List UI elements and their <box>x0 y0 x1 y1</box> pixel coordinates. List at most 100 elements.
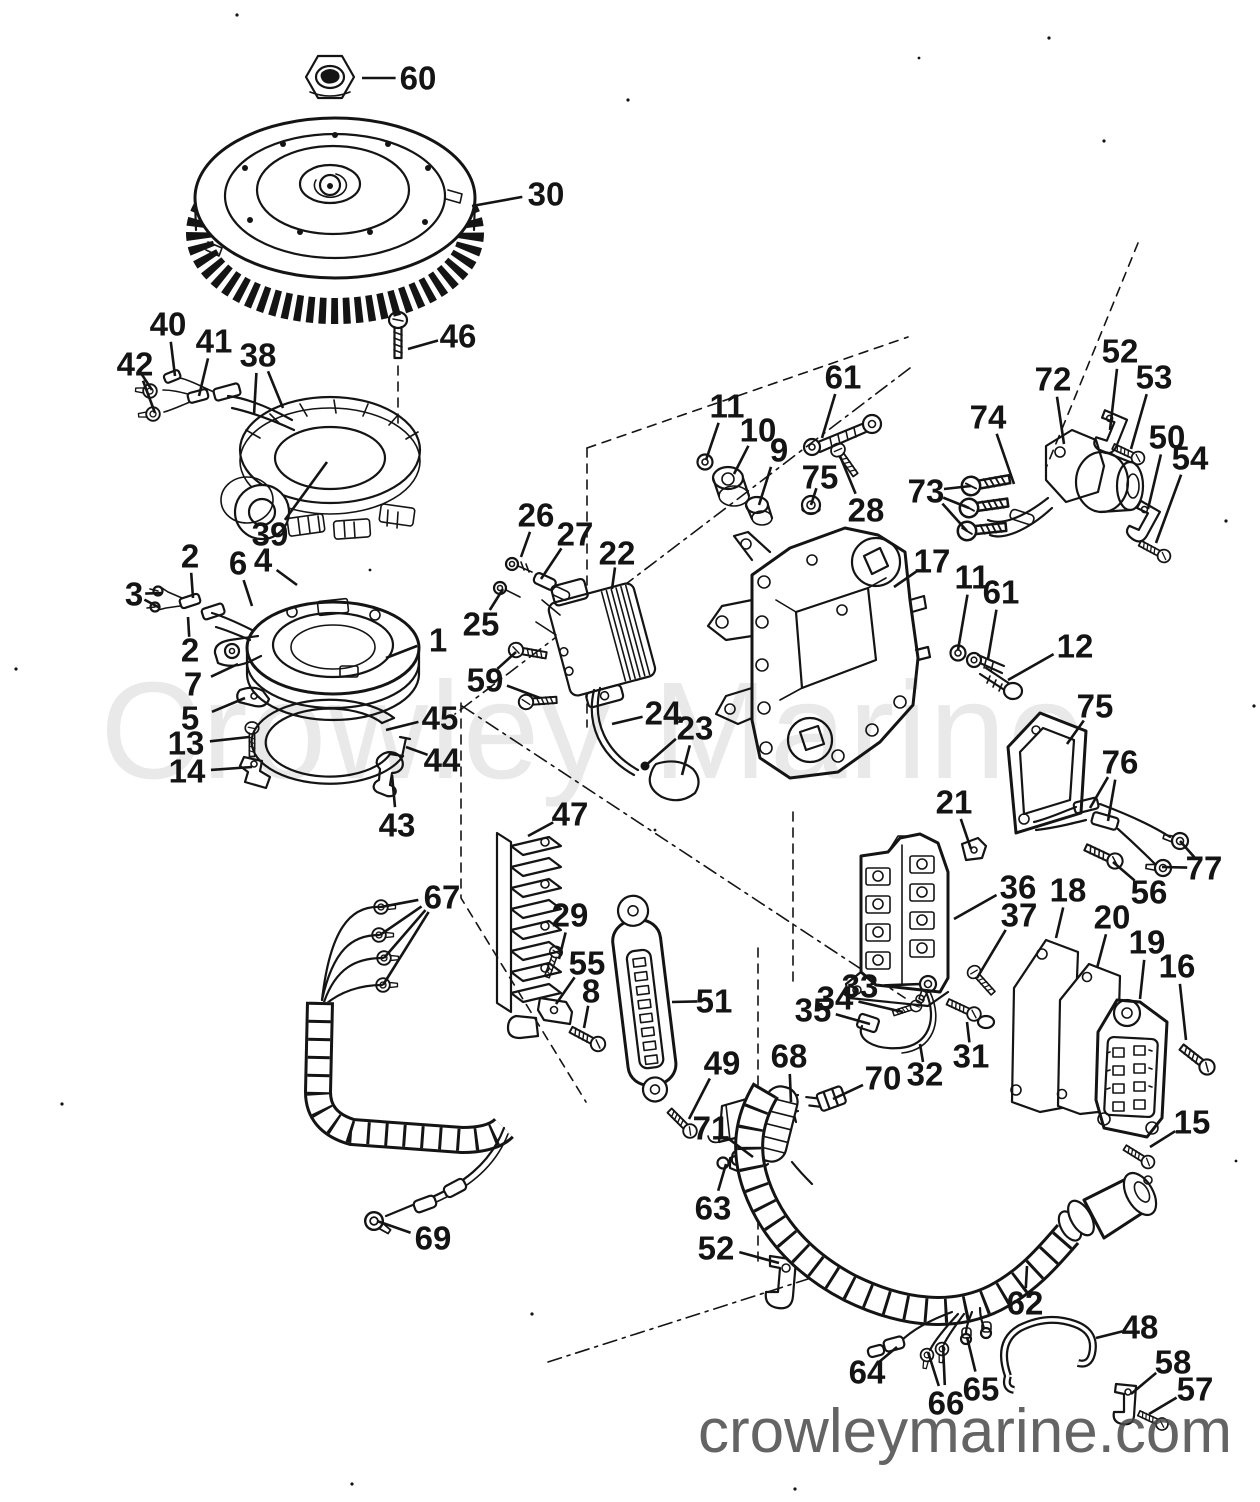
part-label-62-75[interactable]: 62 <box>1007 1285 1044 1322</box>
part-label-31-68[interactable]: 31 <box>953 1038 990 1075</box>
part-label-6-9[interactable]: 6 <box>229 545 247 582</box>
part-label-9-30[interactable]: 9 <box>770 432 788 469</box>
part-label-15-56[interactable]: 15 <box>1174 1104 1211 1141</box>
part-label-24-26[interactable]: 24 <box>645 695 682 732</box>
part-43-clamp <box>372 751 404 798</box>
part-label-14-17[interactable]: 14 <box>169 753 206 790</box>
part-label-23-27[interactable]: 23 <box>677 710 714 747</box>
part-label-52-74[interactable]: 52 <box>698 1230 735 1267</box>
part-label-12-44[interactable]: 12 <box>1057 628 1094 665</box>
part-label-35-66[interactable]: 35 <box>795 992 832 1029</box>
part-label-38-5[interactable]: 38 <box>240 337 277 374</box>
part-16-screw <box>1175 1040 1219 1079</box>
part-label-63-73[interactable]: 63 <box>695 1190 732 1227</box>
part-label-61-43[interactable]: 61 <box>983 574 1020 611</box>
part-label-7-13[interactable]: 7 <box>184 666 202 703</box>
leader-line <box>965 1336 977 1372</box>
part-label-52-38[interactable]: 52 <box>1102 333 1139 370</box>
part-label-65-79[interactable]: 65 <box>963 1371 1000 1408</box>
part-label-75-32[interactable]: 75 <box>802 459 839 496</box>
part-label-11-42[interactable]: 11 <box>955 559 990 596</box>
part-label-66-78[interactable]: 66 <box>928 1385 965 1422</box>
leader-line <box>141 380 157 414</box>
part-label-26-21[interactable]: 26 <box>518 497 555 534</box>
part-label-2-12[interactable]: 2 <box>181 632 199 669</box>
part-label-1-14[interactable]: 1 <box>429 622 447 659</box>
part-label-68-69[interactable]: 68 <box>771 1038 808 1075</box>
part-label-11-28[interactable]: 11 <box>710 388 745 425</box>
part-label-56-48[interactable]: 56 <box>1131 874 1168 911</box>
part-label-46-6[interactable]: 46 <box>440 318 477 355</box>
part-label-60-0[interactable]: 60 <box>400 60 437 97</box>
part-label-55-59[interactable]: 55 <box>569 945 606 982</box>
part-label-27-22[interactable]: 27 <box>557 516 594 553</box>
leader-line <box>995 433 1016 485</box>
specks <box>14 13 1256 1491</box>
part-label-20-53[interactable]: 20 <box>1094 899 1131 936</box>
part-label-39-7[interactable]: 39 <box>252 516 289 553</box>
part-label-4-10[interactable]: 4 <box>254 542 273 579</box>
part-label-74-36[interactable]: 74 <box>970 399 1007 436</box>
part-label-40-2[interactable]: 40 <box>150 306 187 343</box>
part-label-48-76[interactable]: 48 <box>1122 1309 1159 1346</box>
part-label-49-71[interactable]: 49 <box>704 1045 741 1082</box>
part-label-61-31[interactable]: 61 <box>825 359 862 396</box>
part-label-50-40[interactable]: 50 <box>1149 419 1186 456</box>
part-label-44-19[interactable]: 44 <box>424 742 461 779</box>
part-label-41-3[interactable]: 41 <box>196 323 233 360</box>
part-label-77-47[interactable]: 77 <box>1186 850 1223 887</box>
part-label-37-51[interactable]: 37 <box>1001 897 1038 934</box>
part-label-42-4[interactable]: 42 <box>117 346 154 383</box>
part-label-70-70[interactable]: 70 <box>865 1060 902 1097</box>
part-label-18-52[interactable]: 18 <box>1050 872 1087 909</box>
part-label-64-77[interactable]: 64 <box>849 1354 886 1391</box>
part-label-8-60[interactable]: 8 <box>582 973 600 1010</box>
part-label-53-39[interactable]: 53 <box>1136 359 1173 396</box>
part-label-76-46[interactable]: 76 <box>1102 744 1139 781</box>
part-label-71-72[interactable]: 71 <box>693 1110 730 1147</box>
part-label-72-37[interactable]: 72 <box>1035 361 1072 398</box>
part-38-stator <box>134 369 422 541</box>
part-55-clamp <box>506 996 574 1040</box>
leader-line <box>680 745 692 776</box>
leader-line <box>1112 861 1136 882</box>
part-label-54-41[interactable]: 54 <box>1172 440 1209 477</box>
part-label-45-18[interactable]: 45 <box>422 700 459 737</box>
part-label-10-29[interactable]: 10 <box>740 412 777 449</box>
part-label-57-81[interactable]: 57 <box>1177 1371 1214 1408</box>
part-label-33-64[interactable]: 33 <box>842 968 879 1005</box>
part-label-30-1[interactable]: 30 <box>528 176 565 213</box>
part-label-5-15[interactable]: 5 <box>181 700 199 737</box>
part-label-69-63[interactable]: 69 <box>415 1220 452 1257</box>
part-27-sleeve <box>532 572 571 601</box>
part-label-59-25[interactable]: 59 <box>467 662 504 699</box>
part-label-2-8[interactable]: 2 <box>181 538 199 575</box>
part-label-73-35[interactable]: 73 <box>908 473 945 510</box>
part-label-13-16[interactable]: 13 <box>168 725 205 762</box>
part-label-43-20[interactable]: 43 <box>379 807 416 844</box>
leader-line <box>1178 983 1188 1041</box>
part-label-17-34[interactable]: 17 <box>914 543 951 580</box>
watermark-bottom: crowleymarine.com <box>698 1397 1233 1466</box>
part-label-51-61[interactable]: 51 <box>696 983 733 1020</box>
part-label-3-11[interactable]: 3 <box>125 576 143 613</box>
part-label-19-54[interactable]: 19 <box>1129 924 1166 961</box>
leader-line <box>266 370 285 409</box>
part-label-28-33[interactable]: 28 <box>848 492 885 529</box>
part-label-34-65[interactable]: 34 <box>817 980 854 1017</box>
part-label-36-50[interactable]: 36 <box>1000 869 1037 906</box>
part-label-16-55[interactable]: 16 <box>1159 948 1196 985</box>
leader-line <box>941 1344 947 1386</box>
leader-line <box>283 461 329 521</box>
leader-line <box>893 570 918 589</box>
part-label-22-23[interactable]: 22 <box>599 535 636 572</box>
part-label-58-80[interactable]: 58 <box>1155 1344 1192 1381</box>
part-label-67-62[interactable]: 67 <box>424 879 461 916</box>
part-label-25-24[interactable]: 25 <box>463 606 500 643</box>
part-label-47-57[interactable]: 47 <box>552 796 589 833</box>
part-label-32-67[interactable]: 32 <box>907 1056 944 1093</box>
part-label-75-45[interactable]: 75 <box>1077 688 1114 725</box>
part-label-29-58[interactable]: 29 <box>552 897 589 934</box>
part-label-21-49[interactable]: 21 <box>936 784 973 821</box>
